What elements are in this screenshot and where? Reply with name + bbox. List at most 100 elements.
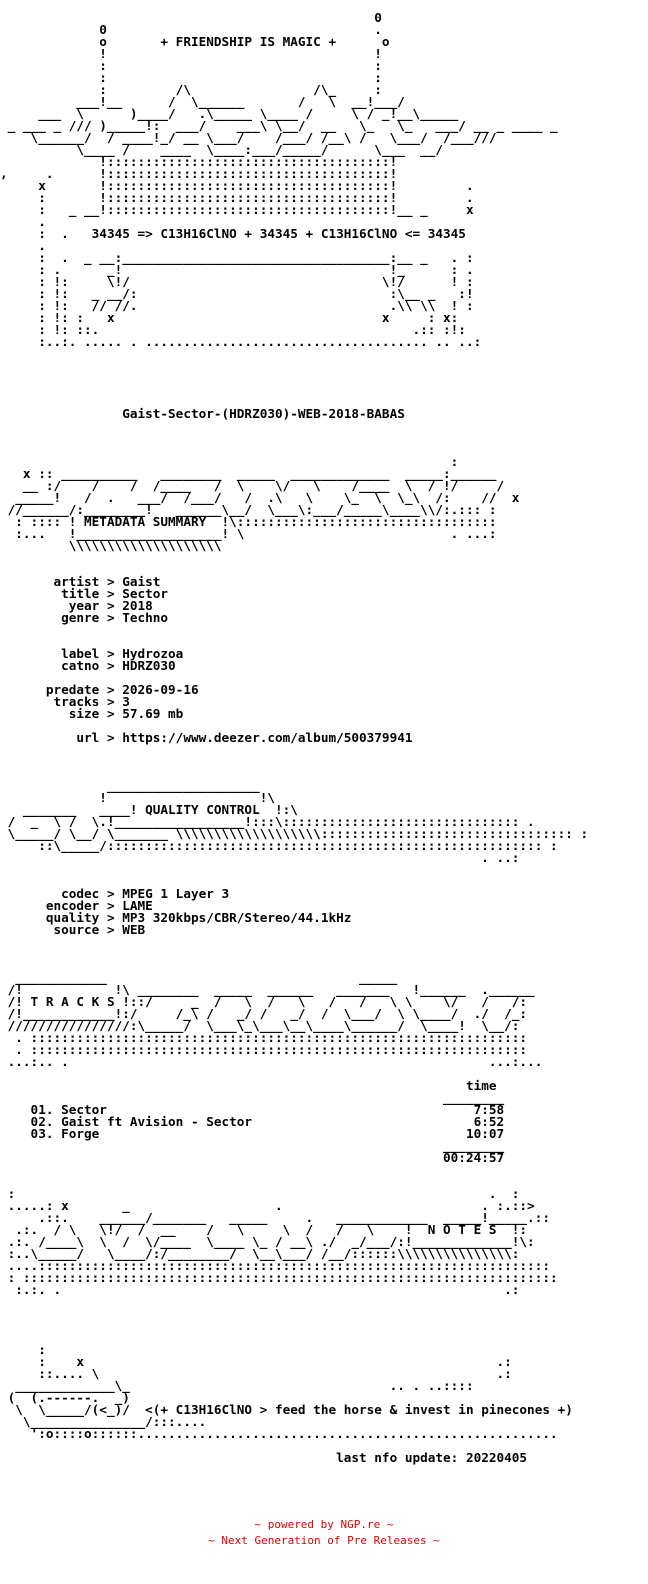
nfo-line: x !:::::::::::::::::::::::::::::::::::::… — [0, 178, 474, 193]
nfo-line: . — [0, 214, 46, 229]
nfo-line: genre > Techno — [0, 610, 169, 625]
nfo-line: :... !___________________! \ . ...: — [0, 526, 497, 541]
nfo-line: ____________________ — [0, 778, 260, 793]
nfo-line: . ..: — [0, 850, 520, 865]
nfo-line — [0, 552, 648, 564]
nfo-line: x :: __________ ________ _____ _________… — [0, 466, 497, 481]
nfo-line: artist > Gaist — [0, 574, 161, 589]
nfo-line: : !: ::. .:: :!: — [0, 322, 466, 337]
nfo-line: \______/ / ____!_/ __ \___/ /___/ /__\ /… — [0, 130, 505, 145]
nfo-line: :.:. . .: — [0, 1282, 520, 1297]
nfo-line: ////////////////:\_____/ \___\_\___\__\_… — [0, 1018, 520, 1033]
nfo-line: : . _! !_ : . — [0, 262, 474, 277]
nfo-line: ':o::::o::::::..........................… — [0, 1426, 558, 1441]
nfo-line — [0, 384, 648, 396]
nfo-line: \_______________/:::.... — [0, 1414, 207, 1429]
nfo-line: 03. Forge 10:07 — [0, 1126, 505, 1141]
nfo-line: : ::::::::::::::::::::::::::::::::::::::… — [0, 1270, 558, 1285]
nfo-line: \_____/ \__/ \_______ \\\\\\\\\\\\\\\\\\… — [0, 826, 589, 841]
nfo-line: : . : — [0, 1186, 520, 1201]
nfo-line: : : — [0, 58, 382, 73]
nfo-line: ::.... \ .: — [0, 1366, 512, 1381]
nfo-line: : !: _ __/: :\__ _ :! — [0, 286, 474, 301]
nfo-line: encoder > LAME — [0, 898, 153, 913]
nfo-line: /!____________!:/ /_\ / _/ / _/ / \___/ … — [0, 1006, 528, 1021]
nfo-line: !:::::::::::::::::::::::::::::::::::::! — [0, 154, 398, 169]
nfo-line — [0, 360, 648, 372]
nfo-line — [0, 756, 648, 768]
nfo-line — [0, 420, 648, 432]
nfo-line — [0, 1164, 648, 1176]
nfo-line — [0, 1332, 648, 1344]
nfo-line: : . 34345 => C13H16ClNO + 34345 + C13H16… — [0, 226, 466, 241]
nfo-line: .::. ______/_______ _____ . ____________… — [0, 1210, 550, 1225]
nfo-line — [0, 1308, 648, 1320]
footer-powered-by[interactable]: ~ powered by NGP.re ~ — [254, 1518, 394, 1531]
nfo-line: _ ___ _ /// )_____!: ___/ ___\ \__/ __ \… — [0, 118, 558, 133]
nfo-line: ___!__ / \______ / \ __!___/ — [0, 94, 405, 109]
nfo-line — [0, 1320, 648, 1332]
nfo-line[interactable]: url > https://www.deezer.com/album/50037… — [0, 730, 413, 745]
nfo-line: 0 — [0, 10, 382, 25]
nfo-line: : /\ /\_ : — [0, 82, 382, 97]
nfo-line: 02. Gaist ft Avision - Sector 6:52 — [0, 1114, 505, 1129]
nfo-line: : _ __!:::::::::::::::::::::::::::::::::… — [0, 202, 474, 217]
nfo-line: ( (.------. _) — [0, 1390, 130, 1405]
nfo-line: :..:. ..... . ..........................… — [0, 334, 482, 349]
nfo-line: ________ — [0, 1138, 505, 1153]
nfo-line: quality > MP3 320kbps/CBR/Stereo/44.1kHz — [0, 910, 352, 925]
nfo-line: : !: // //. .\\ \\ ! : — [0, 298, 474, 313]
nfo-line: _____! / . ___/ /___/ / .\ \ \_ \ \_\ /:… — [0, 490, 520, 505]
nfo-line: :..\_____/ \____/:/________/ \__\___/ /_… — [0, 1246, 520, 1261]
nfo-line: , . !:::::::::::::::::::::::::::::::::::… — [0, 166, 398, 181]
nfo-line: : — [0, 1342, 46, 1357]
nfo-line — [0, 744, 648, 756]
nfo-line — [0, 432, 648, 444]
nfo-line: ___ \ )____/ .\_____ \____ / \ / _!__\__… — [0, 106, 459, 121]
nfo-line — [0, 348, 648, 360]
nfo-line: : :::: ! METADATA SUMMARY !\::::::::::::… — [0, 514, 497, 529]
nfo-line: /! !\ ________ _____ ______ _______ !___… — [0, 982, 535, 997]
nfo-line: / _ \ / \.!_________________!:::\:::::::… — [0, 814, 535, 829]
nfo-line — [0, 624, 648, 636]
nfo-line: 0 . — [0, 22, 382, 37]
nfo-line: source > WEB — [0, 922, 146, 937]
nfo-line: : — [0, 454, 459, 469]
nfo-line: ! ! — [0, 46, 382, 61]
nfo-line — [0, 948, 648, 960]
nfo-line: title > Sector — [0, 586, 169, 601]
nfo-line: : . _ __:_______________________________… — [0, 250, 474, 265]
footer-tagline: ~ Next Generation of Pre Releases ~ — [208, 1534, 440, 1547]
nfo-line: size > 57.69 mb — [0, 706, 184, 721]
nfo-line: ____________ _____ — [0, 970, 398, 985]
nfo-line: 01. Sector 7:58 — [0, 1102, 505, 1117]
nfo-line: //______/:________! ______\__/ \___\:___… — [0, 502, 497, 517]
nfo-line: _____________\_ .. . ..:::: — [0, 1378, 474, 1393]
nfo-line: \ \_____/(<_)/ <(+ C13H16ClNO > feed the… — [0, 1402, 573, 1417]
nfo-line: last nfo update: 20220405 — [0, 1450, 528, 1465]
nfo-line: /! T R A C K S !::/ _ / \ / \ / / \ \ \/… — [0, 994, 528, 1009]
nfo-line: year > 2018 — [0, 598, 153, 613]
nfo-line: 00:24:57 — [0, 1150, 505, 1165]
nfo-line: . ::::::::::::::::::::::::::::::::::::::… — [0, 1042, 528, 1057]
nfo-text-block: 0 0 . o + FRIENDSHIP IS MAGIC + o ! ! : — [0, 10, 648, 1465]
nfo-line: catno > HDRZ030 — [0, 658, 176, 673]
nfo-line: . ::::::::::::::::::::::::::::::::::::::… — [0, 1030, 528, 1045]
nfo-line: .....: x _ . . :.::> — [0, 1198, 535, 1213]
nfo-line: ! !\ — [0, 790, 275, 805]
nfo-line: ....::::::::::::::::::::::::::::::::::::… — [0, 1258, 550, 1273]
nfo-line — [0, 864, 648, 876]
nfo-line — [0, 936, 648, 948]
nfo-line: : : — [0, 70, 382, 85]
nfo-line: Gaist-Sector-(HDRZ030)-WEB-2018-BABAS — [0, 406, 405, 421]
nfo-line: tracks > 3 — [0, 694, 130, 709]
nfo-line: _______ ____! QUALITY CONTROL !:\ — [0, 802, 298, 817]
nfo-line: label > Hydrozoa — [0, 646, 184, 661]
nfo-line: : !: \!/ \!/ ! : — [0, 274, 474, 289]
nfo-line: time — [0, 1078, 497, 1093]
nfo-line — [0, 372, 648, 384]
nfo-line — [0, 1296, 648, 1308]
nfo-line: .:. /____\ \ / \/____ \____ \_ / __\ ./ … — [0, 1234, 535, 1249]
nfo-line: .:. / \ \!/ / __ / \ \ / / \ ! N O T E S… — [0, 1222, 528, 1237]
nfo-line: : !:::::::::::::::::::::::::::::::::::::… — [0, 190, 474, 205]
